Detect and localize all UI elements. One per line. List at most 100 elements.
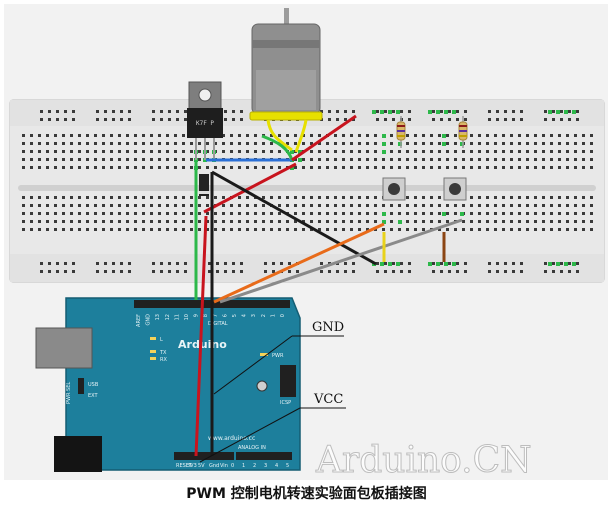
wire-red-motor xyxy=(291,114,357,162)
breadboard-hole xyxy=(560,262,563,265)
breadboard-hole xyxy=(400,262,403,265)
breadboard-hole xyxy=(534,150,537,153)
breadboard-hole xyxy=(550,196,553,199)
breadboard-hole xyxy=(558,158,561,161)
breadboard-hole xyxy=(182,134,185,137)
breadboard-hole xyxy=(198,142,201,145)
breadboard-hole xyxy=(94,204,97,207)
breadboard-hole xyxy=(158,196,161,199)
breadboard-hole xyxy=(366,158,369,161)
breadboard-hole xyxy=(440,270,443,273)
connected-hole xyxy=(572,262,576,266)
breadboard-hole xyxy=(224,270,227,273)
breadboard-hole xyxy=(64,110,67,113)
breadboard-hole xyxy=(334,142,337,145)
breadboard-hole xyxy=(520,262,523,265)
breadboard-hole xyxy=(150,220,153,223)
breadboard-hole xyxy=(502,142,505,145)
breadboard-hole xyxy=(230,150,233,153)
breadboard-hole xyxy=(310,204,313,207)
connected-hole xyxy=(372,110,376,114)
breadboard-hole xyxy=(22,158,25,161)
breadboard-hole xyxy=(70,150,73,153)
breadboard-hole xyxy=(86,166,89,169)
breadboard-hole xyxy=(48,270,51,273)
breadboard-hole xyxy=(214,212,217,215)
breadboard-hole xyxy=(406,142,409,145)
breadboard-hole xyxy=(174,150,177,153)
breadboard-hole xyxy=(422,196,425,199)
breadboard-hole xyxy=(430,150,433,153)
breadboard-hole xyxy=(158,142,161,145)
breadboard-hole xyxy=(224,262,227,265)
breadboard-hole xyxy=(214,220,217,223)
connected-hole xyxy=(396,262,400,266)
breadboard-hole xyxy=(150,166,153,169)
led-l xyxy=(150,337,156,340)
gnd-leader-line xyxy=(213,335,293,395)
breadboard-hole xyxy=(478,158,481,161)
connected-hole xyxy=(290,166,294,170)
breadboard-hole xyxy=(496,270,499,273)
breadboard-hole xyxy=(150,228,153,231)
breadboard-hole xyxy=(446,212,449,215)
breadboard-hole xyxy=(310,220,313,223)
breadboard-hole xyxy=(62,150,65,153)
breadboard-hole xyxy=(280,262,283,265)
breadboard-hole xyxy=(422,204,425,207)
breadboard-hole xyxy=(568,262,571,265)
breadboard-hole xyxy=(326,196,329,199)
breadboard-hole xyxy=(54,196,57,199)
breadboard-hole xyxy=(446,150,449,153)
breadboard-hole xyxy=(158,212,161,215)
connected-hole xyxy=(548,262,552,266)
breadboard-hole xyxy=(526,228,529,231)
breadboard-hole xyxy=(126,204,129,207)
breadboard-hole xyxy=(302,220,305,223)
breadboard-hole xyxy=(40,270,43,273)
breadboard-hole xyxy=(270,166,273,169)
breadboard-hole xyxy=(512,262,515,265)
breadboard-hole xyxy=(542,134,545,137)
regulator-hole xyxy=(198,88,212,102)
breadboard-hole xyxy=(582,196,585,199)
breadboard-hole xyxy=(46,228,49,231)
breadboard-hole xyxy=(214,142,217,145)
breadboard-hole xyxy=(150,150,153,153)
digital-pin-label: 2 xyxy=(261,314,267,317)
breadboard-hole xyxy=(238,196,241,199)
breadboard-hole xyxy=(534,220,537,223)
breadboard-hole xyxy=(142,158,145,161)
breadboard-hole xyxy=(198,228,201,231)
breadboard-hole xyxy=(150,134,153,137)
breadboard-hole xyxy=(414,158,417,161)
breadboard-hole xyxy=(38,204,41,207)
breadboard-hole xyxy=(438,196,441,199)
connected-hole xyxy=(382,142,386,146)
breadboard-hole xyxy=(270,134,273,137)
breadboard-hole xyxy=(160,118,163,121)
connected-hole xyxy=(396,110,400,114)
breadboard-hole xyxy=(198,196,201,199)
breadboard-hole xyxy=(62,228,65,231)
power-pin-label: 0 xyxy=(231,463,234,469)
breadboard-hole xyxy=(184,270,187,273)
breadboard-hole xyxy=(142,220,145,223)
breadboard-hole xyxy=(240,118,243,121)
breadboard-hole xyxy=(486,228,489,231)
breadboard-hole xyxy=(190,196,193,199)
breadboard-hole xyxy=(430,204,433,207)
resistor-2-band xyxy=(459,135,467,137)
breadboard-hole xyxy=(382,204,385,207)
breadboard-hole xyxy=(278,196,281,199)
resistor-1-band xyxy=(397,130,405,132)
breadboard-hole xyxy=(142,228,145,231)
breadboard-hole xyxy=(398,228,401,231)
breadboard-hole xyxy=(70,212,73,215)
breadboard-hole xyxy=(374,142,377,145)
breadboard-hole xyxy=(176,110,179,113)
breadboard-hole xyxy=(566,196,569,199)
breadboard-hole xyxy=(278,212,281,215)
breadboard-hole xyxy=(376,110,379,113)
